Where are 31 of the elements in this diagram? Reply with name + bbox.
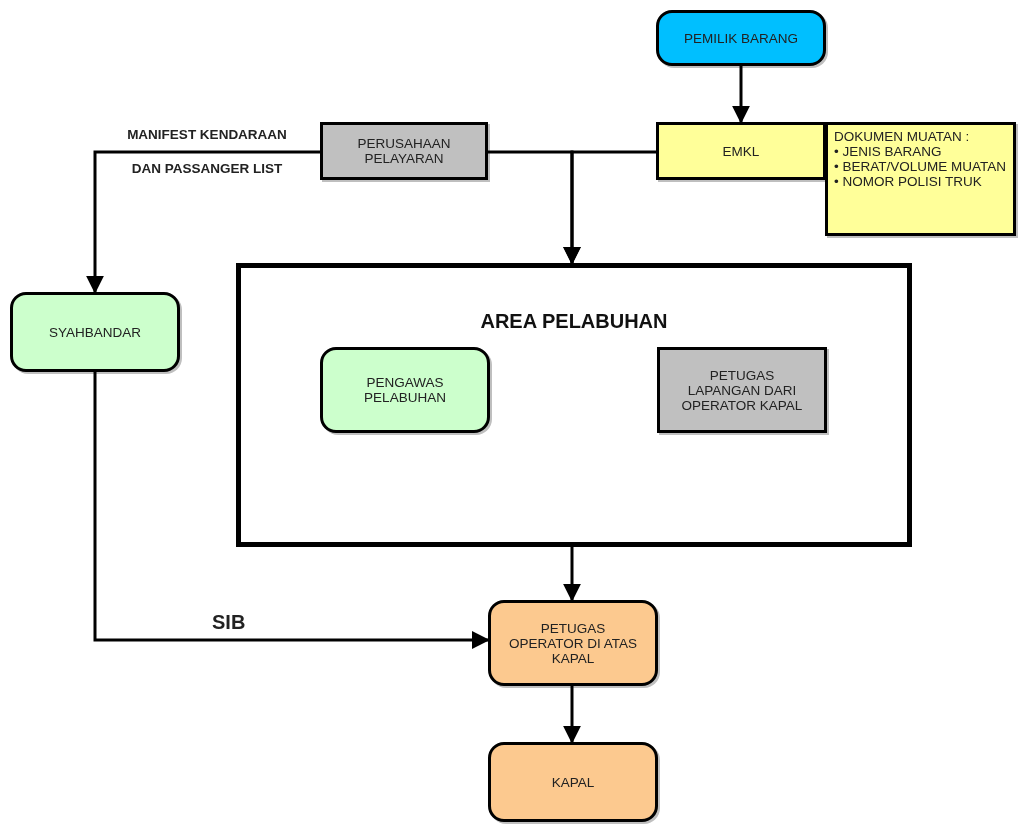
bullet-item: • JENIS BARANG — [834, 144, 942, 159]
bullet-item: • NOMOR POLISI TRUK — [834, 174, 982, 189]
edge-label: MANIFEST KENDARAAN DAN PASSANGER LIST — [126, 126, 288, 178]
node-label: SYAHBANDAR — [48, 324, 142, 340]
start-terminal — [656, 10, 826, 66]
process-box — [657, 347, 827, 433]
edge-label: SIB — [212, 611, 247, 634]
bullet-item: • BERAT/VOLUME MUATAN — [834, 159, 1006, 174]
note-box — [825, 122, 1016, 236]
arrow — [563, 547, 581, 602]
node-label: PENGAWAS PELABUHAN — [363, 375, 447, 405]
node-label: PETUGAS LAPANGAN DARI OPERATOR KAPAL — [680, 367, 804, 413]
terminal-box — [488, 742, 658, 822]
process-box — [320, 122, 488, 180]
process-box — [656, 122, 826, 180]
arrow — [86, 150, 320, 294]
process-box — [10, 292, 180, 372]
node-label: PETUGAS OPERATOR DI ATAS KAPAL — [508, 620, 638, 666]
node-label: PEMILIK BARANG — [682, 30, 799, 46]
process-box — [488, 600, 658, 686]
arrow — [488, 150, 581, 265]
arrow — [93, 372, 490, 649]
process-box — [320, 347, 490, 433]
area-container — [236, 263, 912, 547]
note-heading: DOKUMEN MUATAN : — [834, 129, 970, 144]
arrow — [732, 66, 750, 124]
arrow — [563, 686, 581, 744]
node-label: PERUSAHAAN PELAYARAN — [356, 136, 452, 166]
node-label: EMKL — [721, 143, 761, 159]
node-label: KAPAL — [550, 774, 596, 790]
area-title: AREA PELABUHAN — [480, 310, 668, 333]
